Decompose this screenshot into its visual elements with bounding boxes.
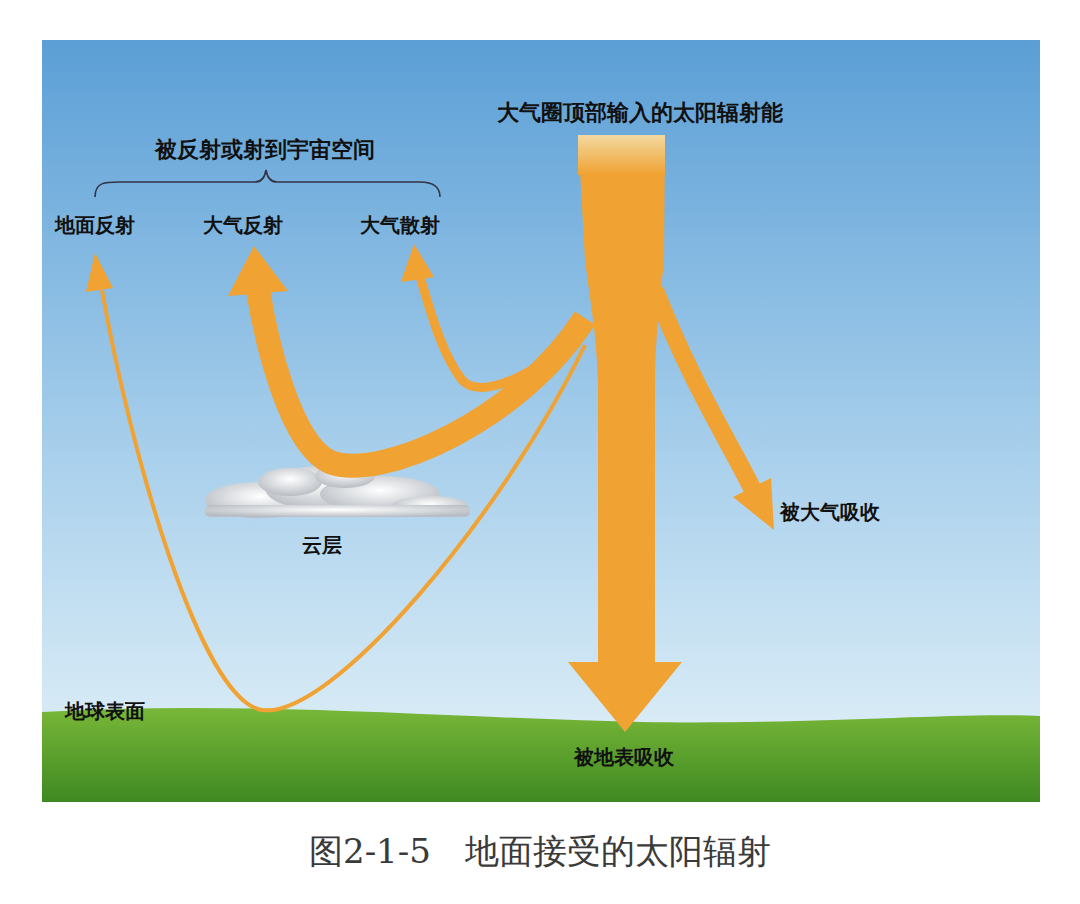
surface-label: 地球表面 [65,698,145,725]
absorb-label: 被地表吸收 [574,744,674,771]
reflect-label: 地面反射 [55,212,135,239]
top-label: 大气圈顶部输入的太阳辐射能 [497,98,783,128]
bracket [95,170,440,197]
bracket-label: 被反射或射到宇宙空间 [155,135,375,165]
figure-caption: 图2-1-5 地面接受的太阳辐射 [309,829,771,875]
ground [42,708,1040,802]
radiation-arrows [86,135,774,732]
absorb-label: 被大气吸收 [780,499,880,526]
cloud-label: 云层 [302,532,342,559]
reflect-label: 大气反射 [203,212,283,239]
scatter-label: 大气散射 [360,212,440,239]
sky [42,40,1040,802]
